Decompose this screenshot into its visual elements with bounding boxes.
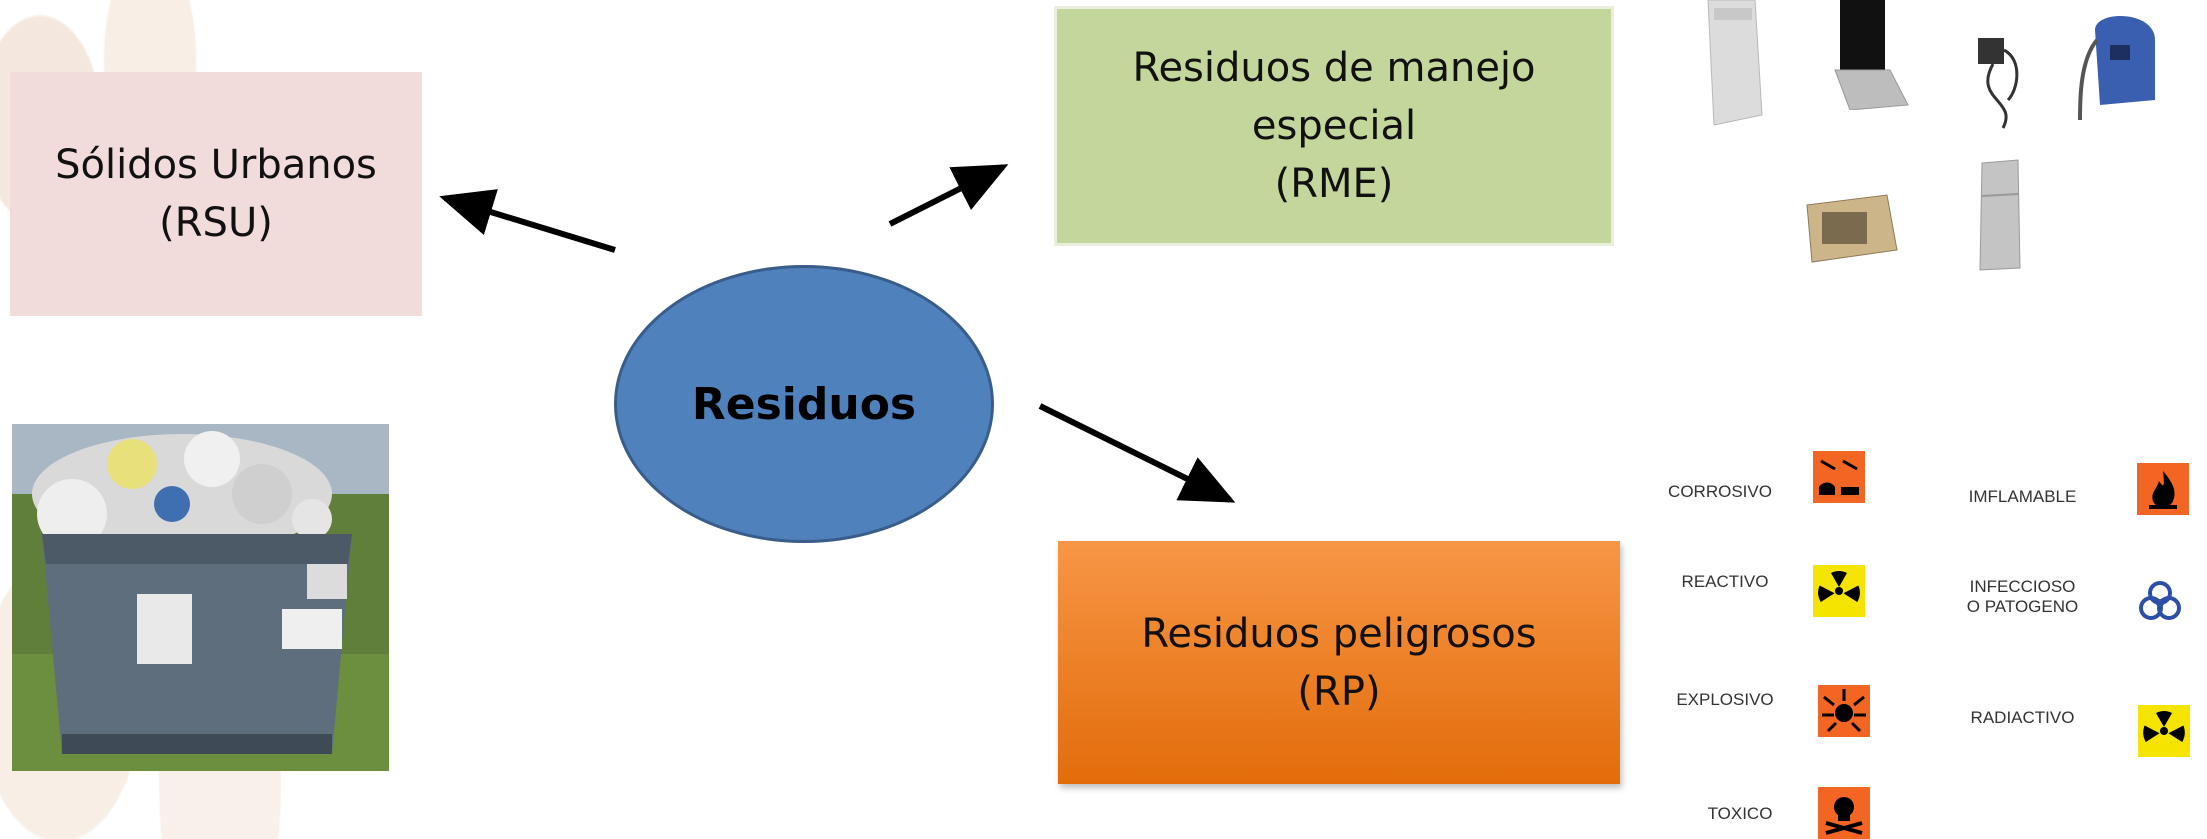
- charger-icon: [1978, 38, 2019, 129]
- explosive-icon: [1818, 685, 1870, 737]
- washing-machine-icon: [1707, 0, 1763, 126]
- radiation-icon: [2138, 705, 2190, 757]
- microwave-icon: [1806, 194, 1898, 263]
- arrow-to-rsu: [439, 189, 616, 253]
- hazard-label-corrosivo: CORROSIVO: [1668, 482, 1772, 501]
- flammable-icon: [2137, 463, 2189, 515]
- arrow-to-rme: [888, 164, 1009, 227]
- hazard-label-toxico: TOXICO: [1707, 804, 1773, 823]
- toxic-icon: [1818, 787, 1870, 839]
- trash-container-photo: [12, 424, 389, 771]
- laptop-icon: [1834, 0, 1909, 110]
- hazard-label-infeccioso: INFECCIOSO O PATOGENO: [1966, 577, 2079, 617]
- hazard-label-reactivo: REACTIVO: [1681, 572, 1769, 591]
- biohazard-icon: [2134, 575, 2186, 627]
- hazard-label-imflamable: IMFLAMABLE: [1968, 487, 2077, 506]
- arrow-to-rp: [1038, 403, 1236, 503]
- refrigerator-icon: [1979, 159, 2021, 271]
- corrosive-icon: [1813, 451, 1865, 503]
- radiation-icon: [1813, 565, 1865, 617]
- hazard-label-explosivo: EXPLOSIVO: [1676, 690, 1774, 709]
- rp-box: Residuos peligrosos (RP): [1058, 541, 1620, 784]
- residuos-node: Residuos: [614, 265, 994, 543]
- rsu-box: Sólidos Urbanos (RSU): [10, 72, 422, 316]
- hazard-label-radiactivo: RADIACTIVO: [1970, 708, 2075, 727]
- vacuum-icon: [2078, 16, 2155, 120]
- rme-box: Residuos de manejo especial (RME): [1054, 6, 1614, 246]
